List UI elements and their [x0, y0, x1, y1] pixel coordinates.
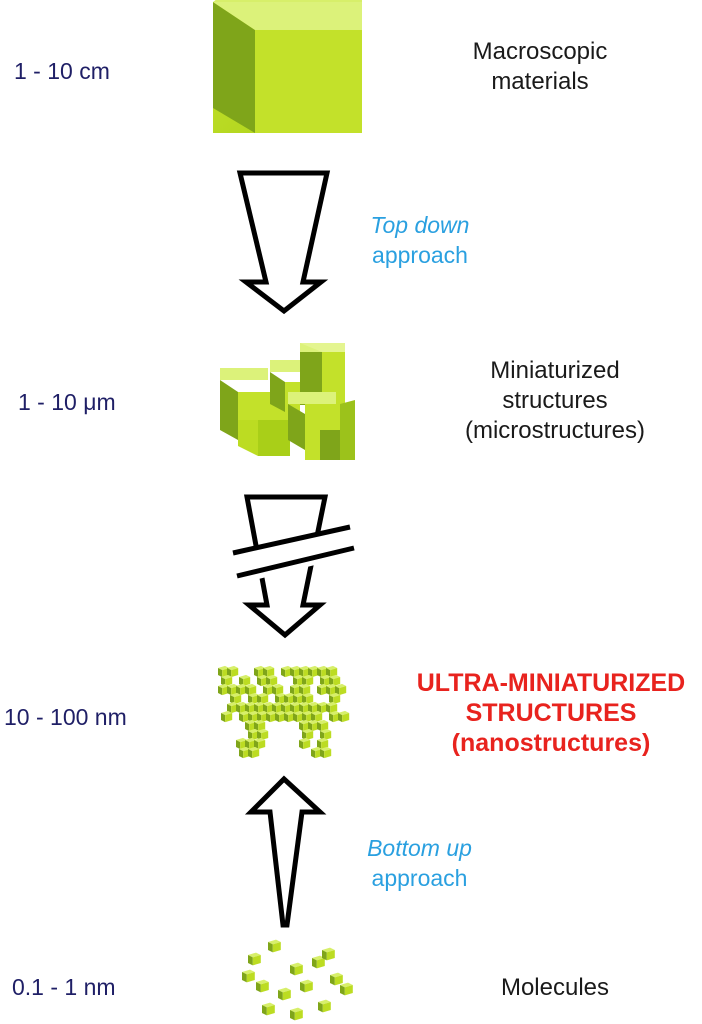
nano-cube [320, 728, 332, 741]
bottom-up-approach-label: Bottom up approach [367, 835, 472, 891]
molecule-cube [256, 979, 269, 993]
nano-cube [299, 737, 311, 750]
nano-cube [257, 728, 269, 741]
blocked-arrow-icon [226, 494, 360, 639]
molecules-label: Molecules [500, 974, 610, 1001]
nano-cube [239, 674, 251, 687]
molecule-cube [248, 952, 261, 966]
macroscopic-cube-icon [213, 0, 362, 133]
nano-cube [221, 710, 233, 723]
nano-cube [221, 674, 233, 687]
microstructures-icon [220, 343, 355, 460]
nano-cube [326, 665, 338, 678]
molecule-cube [312, 955, 325, 969]
nano-cube [317, 719, 329, 732]
molecule-cube [278, 987, 291, 1001]
nano-cube [263, 665, 275, 678]
nano-cube [245, 683, 257, 696]
nano-cube [329, 674, 341, 687]
scale-label-nano: 10 - 100 nm [4, 704, 127, 730]
nano-cube [311, 710, 323, 723]
nano-cube [227, 665, 239, 678]
nano-cube [317, 665, 329, 678]
microstructures-label: Miniaturized structures (microstructures… [464, 357, 645, 444]
molecule-cube [262, 1002, 275, 1016]
molecule-cube [300, 979, 313, 993]
top-down-approach-label: Top down approach [370, 212, 470, 268]
molecule-cube [318, 999, 331, 1013]
nano-cube [266, 674, 278, 687]
nano-cube [338, 710, 350, 723]
nano-cube [257, 692, 269, 705]
nano-cube [254, 701, 266, 714]
scale-label-micro: 1 - 10 μm [18, 389, 116, 415]
molecule-cube [290, 1007, 303, 1021]
nano-cube [320, 746, 332, 759]
macroscopic-materials-label: Macroscopic materials [472, 38, 608, 95]
molecule-cube [268, 939, 281, 953]
nano-cube [299, 683, 311, 696]
nano-cube [329, 692, 341, 705]
molecule-cube [242, 969, 255, 983]
nano-cube [335, 683, 347, 696]
nanostructures-icon [218, 665, 350, 759]
nano-cube [254, 719, 266, 732]
scale-label-molecular: 0.1 - 1 nm [12, 974, 116, 1000]
nano-cube [302, 692, 314, 705]
nano-cube [302, 674, 314, 687]
nano-cube [248, 746, 260, 759]
scale-label-macro: 1 - 10 cm [14, 58, 110, 84]
molecule-cube [322, 947, 335, 961]
molecule-cube [290, 962, 303, 976]
nano-cube [302, 728, 314, 741]
top-down-arrow-icon [236, 170, 331, 315]
nano-cube [272, 683, 284, 696]
nano-cube [317, 737, 329, 750]
molecule-cube [330, 972, 343, 986]
molecule-cube [340, 982, 353, 996]
nanostructures-label: ULTRA-MINIATURIZED STRUCTURES (nanostruc… [416, 669, 686, 757]
bottom-up-arrow-icon [244, 775, 327, 928]
nano-cube [326, 701, 338, 714]
molecules-icon [242, 939, 353, 1021]
nano-cube [230, 692, 242, 705]
nano-cube [254, 737, 266, 750]
